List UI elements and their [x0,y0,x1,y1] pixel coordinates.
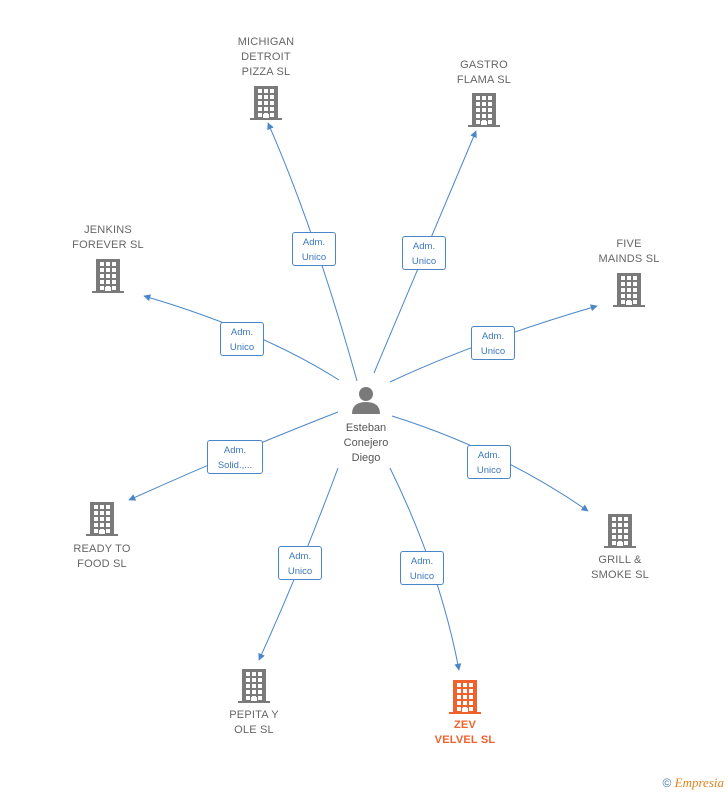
relation-label-grill[interactable]: Adm. Unico [467,445,511,479]
building-icon[interactable] [250,86,282,120]
relation-label-zev[interactable]: Adm. Unico [400,551,444,585]
building-icon[interactable] [468,93,500,127]
company-name-five[interactable]: FIVE MAINDS SL [598,238,660,265]
building-icon[interactable] [238,669,270,703]
building-icon[interactable] [604,514,636,548]
building-icon[interactable] [92,259,124,293]
brand-logo[interactable]: Empresia [674,775,724,790]
company-name-michigan[interactable]: MICHIGAN DETROIT PIZZA SL [237,36,295,78]
building-icon[interactable] [449,680,481,714]
relation-label-gastro[interactable]: Adm. Unico [402,236,446,270]
company-name-grill[interactable]: GRILL & SMOKE SL [591,554,649,581]
person-name[interactable]: Esteban Conejero Diego [343,422,389,464]
relation-label-ready[interactable]: Adm. Solid.,... [207,440,263,474]
relation-label-jenkins[interactable]: Adm. Unico [220,322,264,356]
company-name-ready[interactable]: READY TO FOOD SL [73,543,131,570]
copyright-icon: © [662,776,672,790]
relation-label-pepita[interactable]: Adm. Unico [278,546,322,580]
copyright: © Empresia [662,775,724,791]
relation-label-michigan[interactable]: Adm. Unico [292,232,336,266]
relation-label-five[interactable]: Adm. Unico [471,326,515,360]
company-name-jenkins[interactable]: JENKINS FOREVER SL [72,224,144,251]
company-name-pepita[interactable]: PEPITA Y OLE SL [229,709,279,736]
company-name-gastro[interactable]: GASTRO FLAMA SL [456,59,512,86]
building-icon[interactable] [613,273,645,307]
building-icon[interactable] [86,502,118,536]
company-name-zev[interactable]: ZEV VELVEL SL [434,719,496,746]
person-icon[interactable] [352,387,380,414]
